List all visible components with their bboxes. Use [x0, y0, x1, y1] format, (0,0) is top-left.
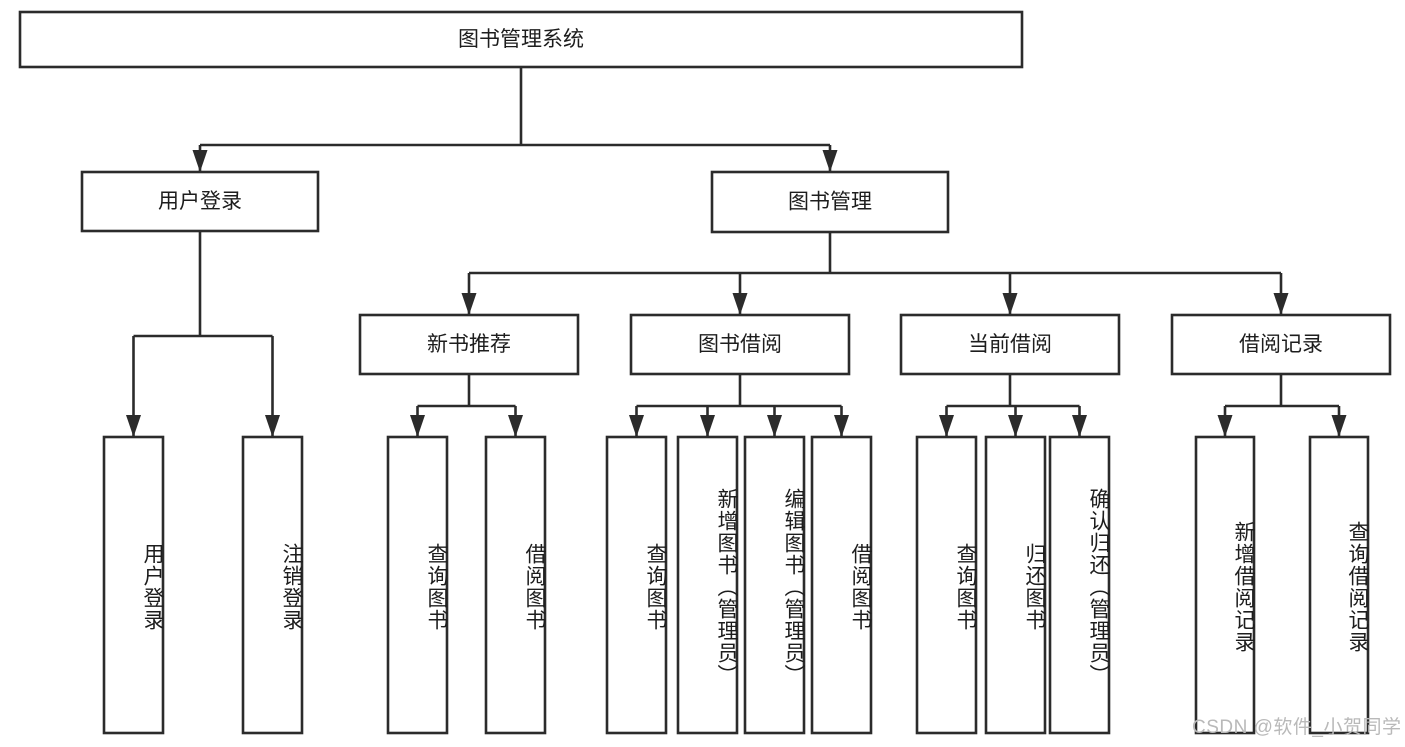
- node-leaf-query-borrow-record[interactable]: [1308, 435, 1370, 735]
- book-borrow-arrow-2: [767, 415, 782, 437]
- user-login-arrow-1: [265, 415, 280, 437]
- book-management-arrow-1: [732, 293, 748, 315]
- book-borrow-arrow-1: [700, 415, 715, 437]
- borrow-record-arrow-1: [1331, 415, 1347, 437]
- connector-layer: [126, 67, 1347, 437]
- book-management-arrow-3: [1273, 293, 1289, 315]
- current-borrow-arrow-1: [1008, 415, 1023, 437]
- node-leaf-user-login[interactable]: [102, 435, 165, 735]
- borrow-record-arrow-0: [1217, 415, 1233, 437]
- node-current-borrow[interactable]: [899, 313, 1121, 376]
- node-box-layer: [18, 10, 1392, 735]
- root-arrow-1: [822, 150, 838, 172]
- node-leaf-query-book-borrow[interactable]: [605, 435, 668, 735]
- node-current-borrow-label: 当前借阅: [968, 333, 1052, 356]
- node-new-book-recommend-label: 新书推荐: [427, 333, 511, 356]
- node-leaf-add-book[interactable]: [676, 435, 739, 735]
- book-borrow-arrow-0: [629, 415, 644, 437]
- node-book-management[interactable]: [710, 170, 950, 234]
- node-leaf-query-book-current[interactable]: [915, 435, 978, 735]
- node-book-management-label: 图书管理: [788, 191, 872, 214]
- node-leaf-add-borrow-record[interactable]: [1194, 435, 1256, 735]
- current-borrow-arrow-0: [939, 415, 954, 437]
- node-leaf-return-book[interactable]: [984, 435, 1047, 735]
- node-book-borrow-label: 图书借阅: [698, 333, 782, 356]
- new-book-recommend-arrow-0: [410, 415, 425, 437]
- node-leaf-borrow-book-rec[interactable]: [484, 435, 547, 735]
- node-user-login-label: 用户登录: [158, 190, 242, 213]
- node-leaf-confirm-return[interactable]: [1048, 435, 1111, 735]
- csdn-watermark: CSDN @软件_小贺同学: [1192, 717, 1402, 738]
- node-new-book-recommend[interactable]: [358, 313, 580, 376]
- new-book-recommend-arrow-1: [508, 415, 523, 437]
- book-management-arrow-2: [1002, 293, 1018, 315]
- node-leaf-logout[interactable]: [241, 435, 304, 735]
- node-book-borrow[interactable]: [629, 313, 851, 376]
- book-borrow-arrow-3: [834, 415, 849, 437]
- node-borrow-record-label: 借阅记录: [1239, 333, 1323, 356]
- root-arrow-0: [192, 150, 208, 172]
- node-root-label: 图书管理系统: [458, 28, 584, 51]
- book-management-arrow-0: [461, 293, 477, 315]
- node-leaf-query-book-rec[interactable]: [386, 435, 449, 735]
- node-borrow-record[interactable]: [1170, 313, 1392, 376]
- node-leaf-edit-book[interactable]: [743, 435, 806, 735]
- user-login-arrow-0: [126, 415, 141, 437]
- node-root[interactable]: [18, 10, 1024, 69]
- node-leaf-borrow-book[interactable]: [810, 435, 873, 735]
- current-borrow-arrow-2: [1072, 415, 1087, 437]
- node-user-login[interactable]: [80, 170, 320, 233]
